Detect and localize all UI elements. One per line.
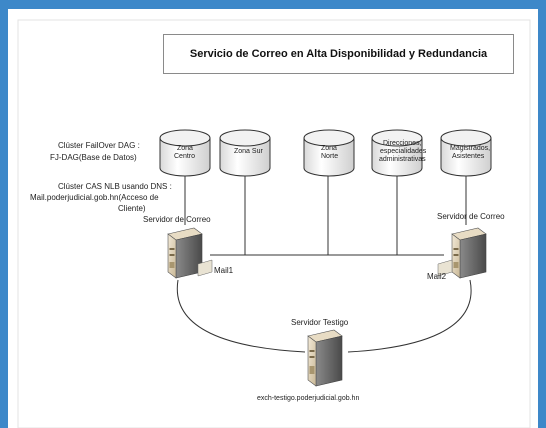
server-role-label-left: Servidor de Correo [143, 215, 211, 224]
server-name-label-mail1: Mail1 [214, 266, 234, 275]
witness-link-left [176, 279, 306, 353]
db-label-zona-sur: Zona Sur [234, 148, 263, 155]
db-label-direcciones-2: especialidades [380, 148, 427, 155]
db-cylinder-direcciones [371, 129, 423, 177]
db-label-zona-norte-2: Norte [321, 153, 339, 160]
cas-label-line-2: Mail.poderjudicial.gob.hn(Acceso de [30, 193, 159, 202]
db-label-magistrados-1: Magistrados, [450, 145, 491, 152]
cas-label-line-3: Cliente) [118, 204, 146, 213]
witness-host-label: exch-testigo.poderjudicial.gob.hn [257, 395, 360, 402]
witness-link-right [347, 279, 472, 353]
server-icon-mail2 [437, 227, 487, 279]
server-name-label-mail2: Mail2 [427, 272, 447, 281]
db-label-direcciones-3: administrativas [379, 156, 426, 163]
cas-label-line-1: Clúster CAS NLB usando DNS : [58, 182, 172, 191]
server-icon-mail1 [167, 227, 213, 279]
db-cylinder-zona-norte [303, 129, 355, 177]
db-cylinder-zona-sur [219, 129, 271, 177]
server-icon-witness [307, 329, 343, 387]
db-cylinder-zona-centro [159, 129, 211, 177]
db-label-direcciones-1: Direcciones, [383, 140, 422, 147]
dag-label-line-2: FJ-DAG(Base de Datos) [50, 153, 137, 162]
witness-role-label: Servidor Testigo [291, 318, 349, 327]
server-role-label-right: Servidor de Correo [437, 212, 505, 221]
db-cylinder-magistrados [440, 129, 492, 177]
connection-lines [176, 168, 472, 353]
db-label-magistrados-2: Asistentes [452, 153, 485, 160]
db-label-zona-norte-1: Zona [321, 145, 337, 152]
db-label-zona-centro-1: Zona [177, 145, 193, 152]
dag-label-line-1: Clúster FailOver DAG : [58, 141, 140, 150]
db-label-zona-centro-2: Centro [174, 153, 196, 160]
diagram-title: Servicio de Correo en Alta Disponibilida… [163, 34, 514, 74]
